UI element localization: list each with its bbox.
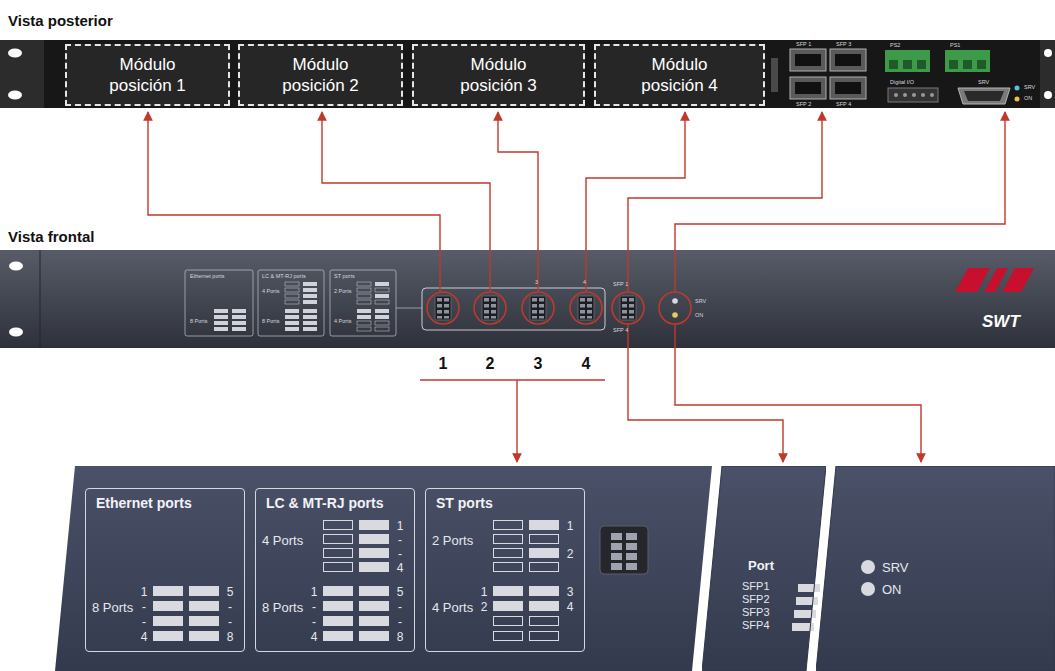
- port-label: 2 Ports: [432, 533, 473, 548]
- port-label: 8: [394, 630, 406, 644]
- panel-marking: 3: [535, 279, 538, 286]
- band-shape: [816, 466, 1055, 671]
- panel-heading: Port: [748, 558, 774, 573]
- panel-marking: ON: [695, 312, 703, 319]
- module-slot: Módulo posición 2: [238, 44, 403, 106]
- callout-number: 3: [528, 354, 548, 373]
- callout-number: 1: [433, 354, 453, 373]
- module-label: Módulo posición 1: [89, 54, 207, 96]
- port-label: 3: [564, 585, 576, 599]
- port-label: 1: [308, 585, 320, 599]
- port-label: 4 Ports: [262, 533, 303, 548]
- port-box: LC & MT-RJ ports4 Ports1--48 Ports1--45-…: [255, 488, 415, 652]
- module-label: Módulo posición 4: [621, 54, 739, 96]
- panel-marking: SFP 1: [613, 281, 628, 288]
- port-label: 8 Ports: [92, 600, 133, 615]
- panel-marking: ON: [1024, 95, 1032, 102]
- module-slot: Módulo posición 1: [65, 44, 230, 106]
- module-label: Módulo posición 2: [262, 54, 380, 96]
- port-label: SFP2: [742, 593, 770, 605]
- port-label: 4: [394, 561, 406, 575]
- port-label: 1: [138, 585, 150, 599]
- panel-marking: 2 Ports: [334, 288, 351, 295]
- panel-marking: SFP 1: [796, 41, 811, 48]
- panel-marking: PS1: [950, 42, 960, 49]
- panel-marking: 8 Ports: [262, 318, 279, 325]
- panel-marking: SRV: [695, 298, 706, 305]
- brand-label: SWT: [982, 312, 1020, 332]
- port-label: 8: [224, 630, 236, 644]
- rear-panel: [0, 40, 1055, 108]
- port-label: 2: [478, 600, 490, 614]
- panel-marking: 8 Ports: [190, 318, 207, 325]
- port-label: -: [394, 600, 406, 614]
- module-slot: Módulo posición 3: [412, 44, 585, 106]
- panel-marking: SFP 3: [836, 41, 851, 48]
- panel-marking: PS2: [890, 42, 900, 49]
- panel-heading: SRV: [882, 560, 909, 575]
- port-box: Ethernet ports8 Ports1--45--8: [85, 488, 245, 652]
- panel-marking: SRV: [1024, 84, 1035, 91]
- band-shape: [702, 466, 826, 671]
- panel-heading: ST ports: [436, 495, 493, 512]
- module-label: Módulo posición 3: [440, 54, 558, 96]
- leader-lines: [148, 112, 1005, 462]
- port-label: -: [138, 600, 150, 614]
- panel-band: SRV ON: [816, 466, 1055, 671]
- panel-marking: LC & MT-RJ ports: [262, 273, 306, 280]
- panel-marking: ST ports: [334, 273, 355, 280]
- port-label: SFP3: [742, 606, 770, 618]
- port-label: 1: [478, 585, 490, 599]
- port-label: -: [138, 615, 150, 629]
- panel-marking: SFP 2: [796, 101, 811, 108]
- port-label: 1: [394, 519, 406, 533]
- module-slot: Módulo posición 4: [594, 44, 765, 106]
- panel-marking: Digital I/O: [890, 79, 914, 86]
- panel-marking: 4 Ports: [334, 318, 351, 325]
- port-label: 2: [564, 547, 576, 561]
- callout-number: 4: [576, 354, 596, 373]
- port-label: -: [224, 600, 236, 614]
- port-label: -: [394, 533, 406, 547]
- panel-marking: SFP 4: [613, 327, 628, 334]
- port-label: -: [394, 547, 406, 561]
- port-label: 4: [308, 630, 320, 644]
- panel-heading: Ethernet ports: [96, 495, 192, 512]
- port-label: -: [308, 600, 320, 614]
- port-label: SFP1: [742, 580, 770, 592]
- port-label: 1: [564, 519, 576, 533]
- port-label: -: [394, 615, 406, 629]
- zoom-panel: [55, 466, 1055, 671]
- panel-marking: SRV: [978, 79, 989, 86]
- red-circles: [427, 292, 691, 324]
- port-label: 4 Ports: [432, 600, 473, 615]
- port-label: 4: [138, 630, 150, 644]
- port-label: -: [308, 615, 320, 629]
- view-title: Vista posterior: [8, 12, 113, 30]
- port-label: SFP4: [742, 619, 770, 631]
- panel-marking: 4 Ports: [262, 288, 279, 295]
- panel-marking: SFP 4: [836, 101, 851, 108]
- port-label: ON: [882, 582, 902, 597]
- port-label: 8 Ports: [262, 600, 303, 615]
- port-box: ST ports2 Ports124 Ports1234: [425, 488, 585, 652]
- panel-band: PortSFP1SFP2SFP3SFP4: [702, 466, 826, 671]
- panel-marking: 4: [583, 279, 586, 286]
- port-label: 4: [564, 600, 576, 614]
- port-label: 5: [224, 585, 236, 599]
- callout-number: 2: [480, 354, 500, 373]
- panel-heading: LC & MT-RJ ports: [266, 495, 383, 512]
- port-label: 5: [394, 585, 406, 599]
- view-title: Vista frontal: [8, 228, 94, 246]
- band-outline: [816, 466, 1055, 671]
- port-label: -: [224, 615, 236, 629]
- panel-marking: Ethernet ports: [190, 273, 225, 280]
- front-panel: [0, 250, 1055, 348]
